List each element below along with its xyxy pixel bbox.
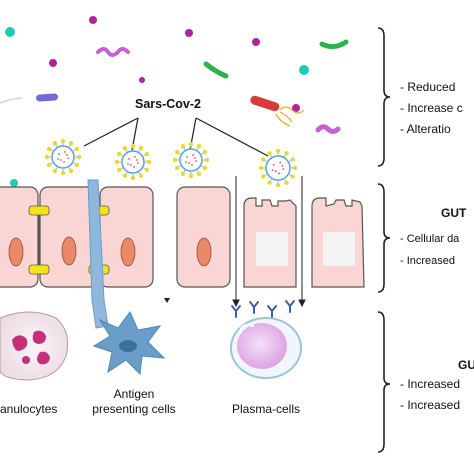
microbe-worm	[96, 47, 130, 57]
small-triangle	[164, 298, 170, 303]
plasma-cell	[230, 317, 302, 379]
apc-label-line2: presenting cells	[92, 402, 175, 416]
brace-immune	[377, 311, 391, 453]
microbe-rod	[203, 61, 229, 79]
virus-particle	[172, 141, 210, 179]
microbe-dot	[5, 27, 15, 37]
microbiota-item-2: - Increase c	[400, 101, 463, 115]
brace-microbiota	[377, 27, 391, 167]
microbe-dot	[299, 65, 309, 75]
nucleus	[61, 236, 77, 266]
immune-title: GU	[458, 358, 474, 372]
virus-particle	[114, 143, 152, 181]
epithelial-cell	[0, 186, 39, 288]
nucleus	[8, 237, 24, 267]
epithelium	[0, 186, 365, 288]
microbe-rod	[0, 97, 23, 104]
flagellated-bacterium	[250, 95, 305, 127]
microbe-rod	[36, 93, 59, 102]
immune-item-2: - Increased	[400, 398, 460, 412]
tight-junction	[28, 205, 50, 275]
immune-item-1: - Increased	[400, 377, 460, 391]
nucleus	[120, 237, 136, 267]
virus-label: Sars-Cov-2	[135, 97, 201, 111]
intracellular-virus-box	[256, 232, 288, 266]
microbe-dot	[10, 179, 18, 187]
plasma-cells-label: Plasma-cells	[232, 402, 300, 416]
microbe-dot	[252, 38, 260, 46]
antibodies	[231, 300, 295, 318]
gut-title: GUT	[441, 206, 467, 220]
microbe-dot	[292, 104, 300, 112]
microbe-rod	[319, 39, 349, 50]
apc-label-line1: Antigen	[114, 387, 155, 401]
microbe-dot	[49, 59, 57, 67]
gut-item-1: - Cellular da	[400, 233, 460, 245]
antigen-presenting-cell	[87, 179, 166, 376]
microbiota-item-1: - Reduced	[400, 80, 455, 94]
microbe-worm	[315, 124, 341, 134]
virus-particle	[44, 138, 82, 176]
microbe-dot	[89, 16, 97, 24]
intracellular-virus-box	[323, 232, 355, 266]
microbiota-item-3: - Alteratio	[400, 122, 451, 136]
granulocyte	[0, 311, 69, 381]
epithelial-cell	[176, 186, 231, 288]
release-arrows	[232, 176, 306, 308]
nucleus	[196, 237, 212, 267]
granulocytes-label: ranulocytes	[0, 402, 57, 416]
microbe-dot	[185, 29, 193, 37]
virus-particle	[258, 148, 298, 188]
microbe-dot	[139, 77, 145, 83]
brace-gut	[377, 183, 391, 293]
gut-item-2: - Increased	[400, 255, 455, 267]
